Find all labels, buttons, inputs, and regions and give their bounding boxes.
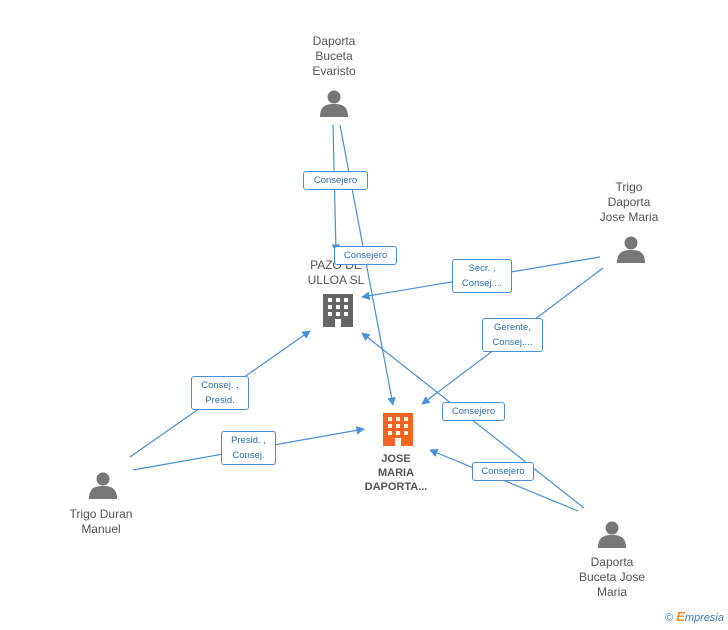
person-icon[interactable]: [617, 236, 645, 264]
edge-label[interactable]: Consejero: [472, 462, 534, 481]
edge-label[interactable]: Gerente, Consej....: [482, 318, 543, 352]
edge-label[interactable]: Presid. , Consej.: [221, 431, 276, 465]
edge-label[interactable]: Secr. , Consej....: [452, 259, 512, 293]
edge-label[interactable]: Consejero: [334, 246, 397, 265]
person-icon[interactable]: [598, 521, 626, 549]
node-label-trigo-duran-manuel[interactable]: Trigo Duran Manuel: [69, 507, 133, 536]
node-label-main-company[interactable]: JOSE MARIA DAPORTA...: [364, 453, 428, 493]
copyright-brand: © Empresia: [665, 609, 724, 624]
person-icon[interactable]: [320, 90, 348, 118]
node-label-trigo-daporta-jose-maria[interactable]: Trigo Daporta Jose Maria: [599, 180, 659, 224]
brand-name: mpresia: [684, 612, 724, 624]
edge-label[interactable]: Consejero: [442, 402, 505, 421]
node-label-daporta-buceta-jose-maria[interactable]: Daporta Buceta Jose Maria: [578, 555, 646, 599]
person-icon[interactable]: [89, 472, 117, 500]
brand-logo-initial: E: [676, 609, 685, 624]
copyright-symbol: ©: [665, 612, 674, 624]
edge-label[interactable]: Consej. , Presid.: [191, 376, 249, 410]
node-label-daporta-buceta-evaristo[interactable]: Daporta Buceta Evaristo: [312, 34, 356, 78]
main-building-icon[interactable]: [383, 413, 413, 446]
edge-label[interactable]: Consejero: [303, 171, 368, 190]
building-icon[interactable]: [323, 294, 353, 327]
